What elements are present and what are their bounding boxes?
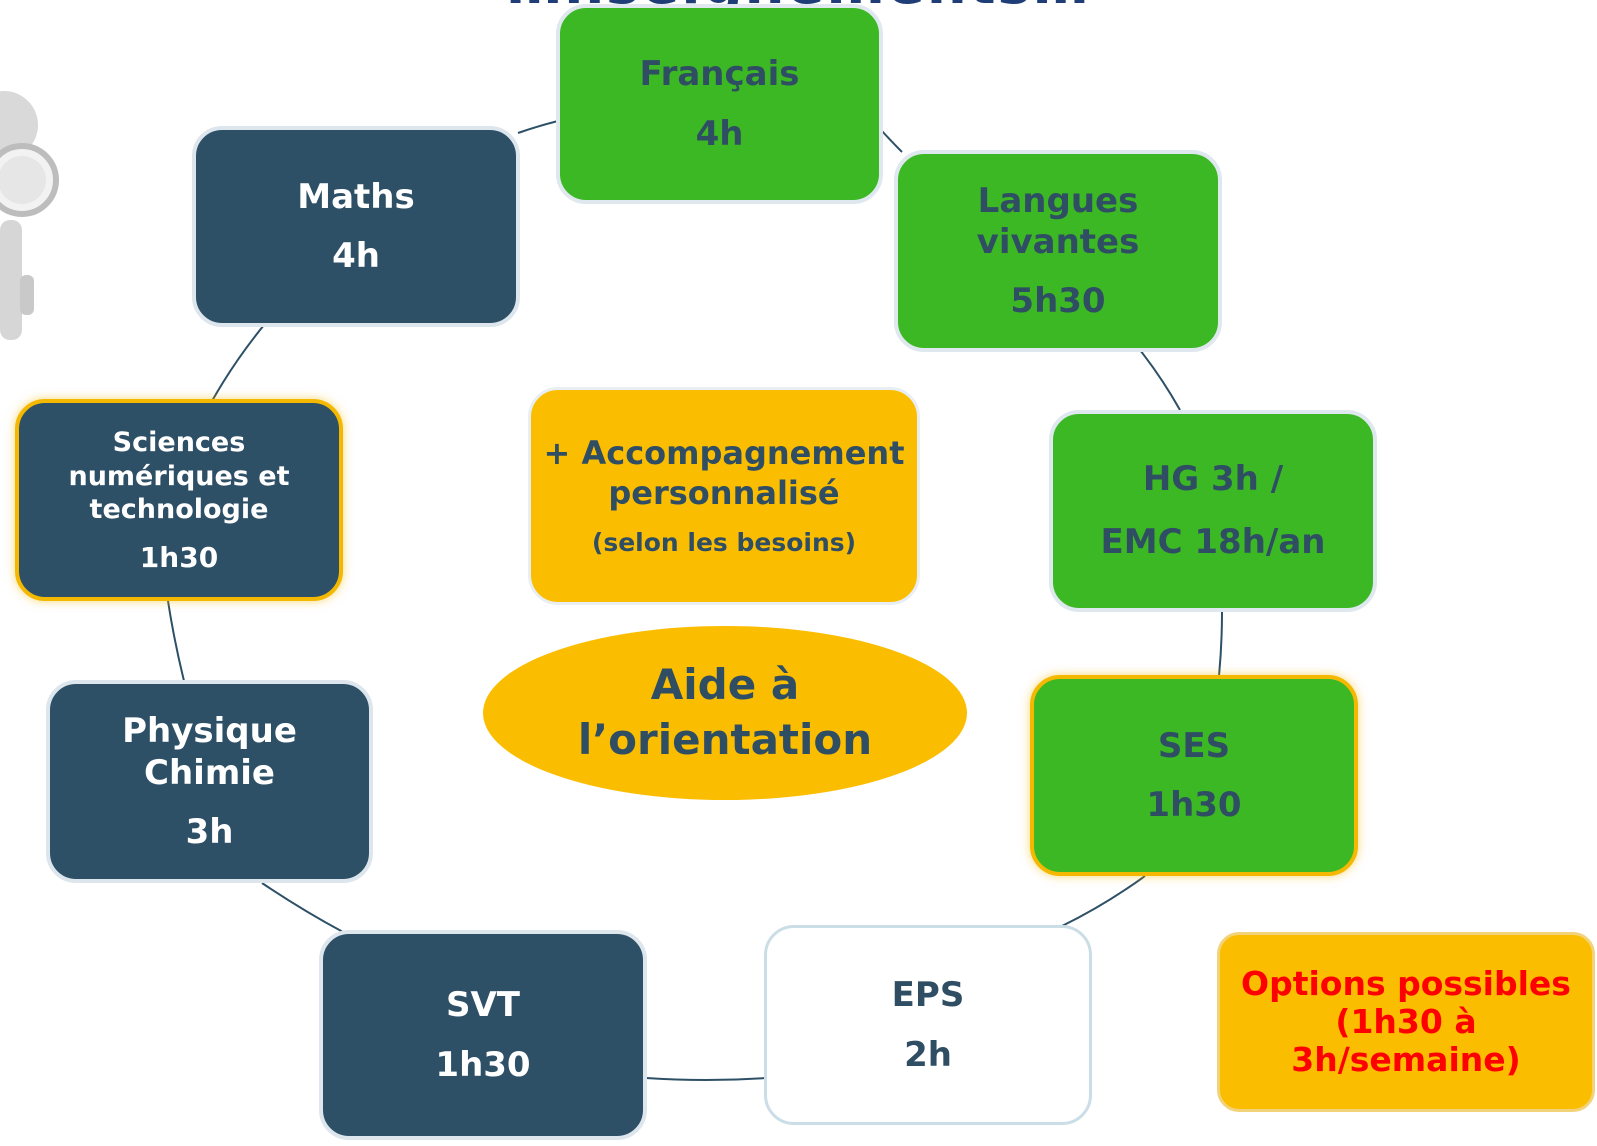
node-maths: Maths 4h [192,126,520,327]
node-physique-name-line1: Physique [122,711,297,752]
connector-hg-ses [1218,611,1223,677]
connector-physique-snt [167,600,185,682]
node-ses-name: SES [1157,725,1231,766]
node-emc-line2: EMC 18h/an [1100,522,1326,562]
person-with-magnifier-icon [0,91,59,340]
node-snt-name-line3: technologie [89,494,269,526]
orientation-line2: l’orientation [577,715,873,764]
node-eps-hours: 2h [904,1034,952,1075]
options-box: Options possibles (1h30 à 3h/semaine) [1217,932,1595,1112]
node-maths-hours: 4h [332,236,380,277]
options-line1: Options possibles [1241,964,1571,1004]
node-svt-name: SVT [446,985,520,1026]
connector-snt-maths [211,324,265,402]
orientation-ellipse: Aide à l’orientation [483,626,967,800]
node-svt: SVT 1h30 [319,930,647,1140]
node-langues-hours: 5h30 [1010,281,1106,322]
node-francais: Français 4h [556,4,883,204]
node-snt-name-line2: numériques et [68,460,290,492]
node-physique-hours: 3h [185,811,234,852]
node-hg-line1: HG 3h / [1142,458,1284,499]
options-line2: (1h30 à [1335,1002,1477,1042]
node-snt-name-line1: Sciences [112,426,246,458]
options-line3: 3h/semaine) [1291,1039,1521,1079]
accompagnement-line2: personnalisé [608,474,840,513]
accompagnement-sub: (selon les besoins) [591,528,857,558]
node-maths-name: Maths [297,176,415,217]
node-snt-hours: 1h30 [139,541,219,575]
connector-ses-eps [1061,875,1146,927]
connector-eps-svt [645,1077,767,1081]
connector-langues-hg [1139,349,1181,411]
node-langues-name-line2: vivantes [976,222,1140,262]
orientation-line1: Aide à [650,660,800,710]
node-physique-chimie: Physique Chimie 3h [46,680,373,883]
node-ses-hours: 1h30 [1146,785,1242,826]
node-hg-emc: HG 3h / EMC 18h/an [1049,410,1377,612]
accompagnement-box: + Accompagnement personnalisé (selon les… [528,387,920,605]
node-langues-vivantes: Langues vivantes 5h30 [894,150,1222,352]
connector-francais-langues [881,130,903,153]
connector-svt-physique [261,882,344,933]
node-francais-hours: 4h [695,113,744,154]
node-eps: EPS 2h [764,925,1092,1125]
connector-maths-francais [517,120,559,134]
accompagnement-line1: + Accompagnement [543,434,905,473]
node-langues-name-line1: Langues [977,180,1139,221]
node-svt-hours: 1h30 [435,1044,531,1085]
node-francais-name: Français [639,54,800,95]
node-ses: SES 1h30 [1030,675,1358,876]
node-sciences-numeriques: Sciences numériques et technologie 1h30 [15,399,343,601]
node-eps-name: EPS [891,975,965,1016]
node-physique-name-line2: Chimie [144,752,275,793]
